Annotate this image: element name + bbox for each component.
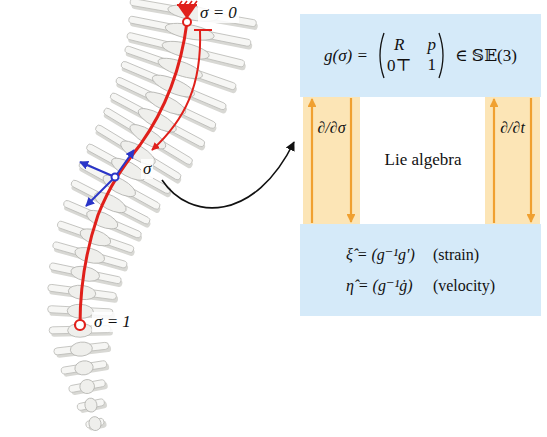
matrix-entry: p	[428, 35, 437, 55]
derivative-band	[485, 97, 540, 224]
vertebra	[85, 414, 108, 432]
fixed-support	[177, 1, 197, 19]
arc-length-arrow	[152, 30, 200, 150]
formula-text: g(σ) =	[324, 46, 368, 66]
formula-text: η̂ = (g⁻¹ġ)	[346, 276, 415, 295]
formula-text: ∈ 𝕊𝔼(3)	[455, 45, 517, 66]
formula-text: (strain)	[433, 246, 495, 264]
matrix-entry: R	[394, 35, 404, 55]
material-frame	[80, 150, 134, 206]
formula-group: g(σ) = Rp 0⊤ 1 ∈ 𝕊𝔼(3)	[324, 32, 517, 79]
formula-text: ξ̂ = (g⁻¹g′)	[346, 245, 415, 264]
matrix-entry: 1	[428, 55, 437, 76]
arrow-line	[311, 99, 313, 223]
derivative-label: ∂/∂σ	[316, 119, 346, 137]
arrow-line	[350, 98, 352, 222]
vertebra	[60, 357, 110, 378]
derivative-band	[303, 97, 360, 224]
arc-start-tick	[194, 29, 212, 31]
callout-arrow	[162, 142, 294, 208]
derivative-label: ∂/∂t	[499, 119, 526, 137]
vertebra	[68, 376, 109, 397]
matrix: Rp 0⊤ 1	[376, 32, 447, 79]
lie-algebra-box: ξ̂ = (g⁻¹g′) (strain) η̂ = (g⁻¹ġ) (velocity…	[300, 224, 541, 316]
base-point	[183, 18, 191, 26]
lie-group-box: g(σ) = Rp 0⊤ 1 ∈ 𝕊𝔼(3)	[300, 14, 541, 97]
formula-text: (velocity)	[433, 277, 495, 295]
derivative-connector	[485, 97, 540, 224]
matrix-grid: Rp 0⊤ 1	[387, 35, 436, 76]
panel-label: Lie algebra	[383, 150, 464, 170]
matrix-brackets	[376, 32, 447, 79]
tip-point	[75, 320, 85, 330]
boundary-label: σ = 0	[198, 3, 239, 23]
boundary-label: σ = 1	[92, 312, 133, 332]
matrix-entry: 0⊤	[387, 55, 412, 76]
formula-group: ξ̂ = (g⁻¹g′) (strain) η̂ = (g⁻¹ġ) (velocity…	[346, 245, 495, 295]
spine-guide	[80, 2, 195, 428]
spine-vertebrae	[47, 0, 259, 432]
vertebra	[129, 0, 259, 31]
vertebra	[76, 395, 108, 415]
arrow-line	[493, 99, 495, 223]
derivative-connector	[303, 97, 360, 224]
vertebra	[53, 339, 111, 359]
rod-centerline	[80, 22, 187, 325]
section-label: σ	[141, 159, 153, 179]
arrow-line	[530, 98, 532, 222]
